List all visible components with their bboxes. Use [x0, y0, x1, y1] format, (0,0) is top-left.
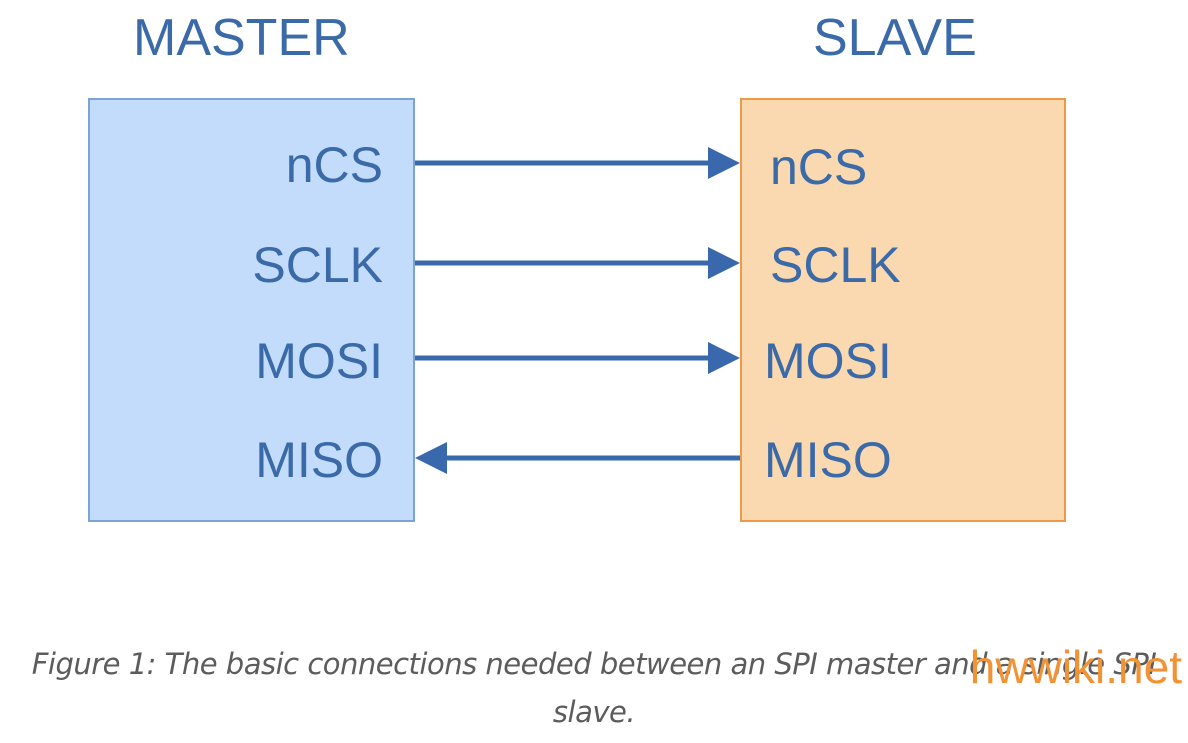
caption-line-1: Figure 1: The basic connections needed b…: [31, 647, 1157, 681]
master-signal-mosi: MOSI: [255, 333, 383, 389]
master-title: MASTER: [133, 9, 350, 67]
watermark: hwwiki.net: [969, 641, 1182, 693]
arrow-head: [708, 342, 740, 374]
master-box: nCS SCLK MOSI MISO: [88, 98, 415, 522]
slave-box: nCS SCLK MOSI MISO: [740, 98, 1066, 522]
slave-signal-miso: MISO: [764, 432, 892, 488]
master-signal-miso: MISO: [255, 432, 383, 488]
slave-signal-ncs: nCS: [770, 139, 868, 195]
master-signal-ncs: nCS: [285, 137, 383, 193]
slave-signal-mosi: MOSI: [764, 333, 892, 389]
slave-title: SLAVE: [813, 9, 977, 67]
arrow-head: [708, 147, 740, 179]
master-signal-sclk: SCLK: [252, 237, 383, 293]
arrow-ncs: [415, 147, 740, 179]
arrow-head: [708, 247, 740, 279]
arrow-head: [415, 442, 447, 474]
caption-line-2: slave.: [552, 695, 636, 729]
figure-caption: Figure 1: The basic connections needed b…: [0, 640, 1188, 736]
arrow-mosi: [415, 342, 740, 374]
arrow-sclk: [415, 247, 740, 279]
arrow-miso: [415, 442, 740, 474]
slave-signal-sclk: SCLK: [770, 237, 901, 293]
